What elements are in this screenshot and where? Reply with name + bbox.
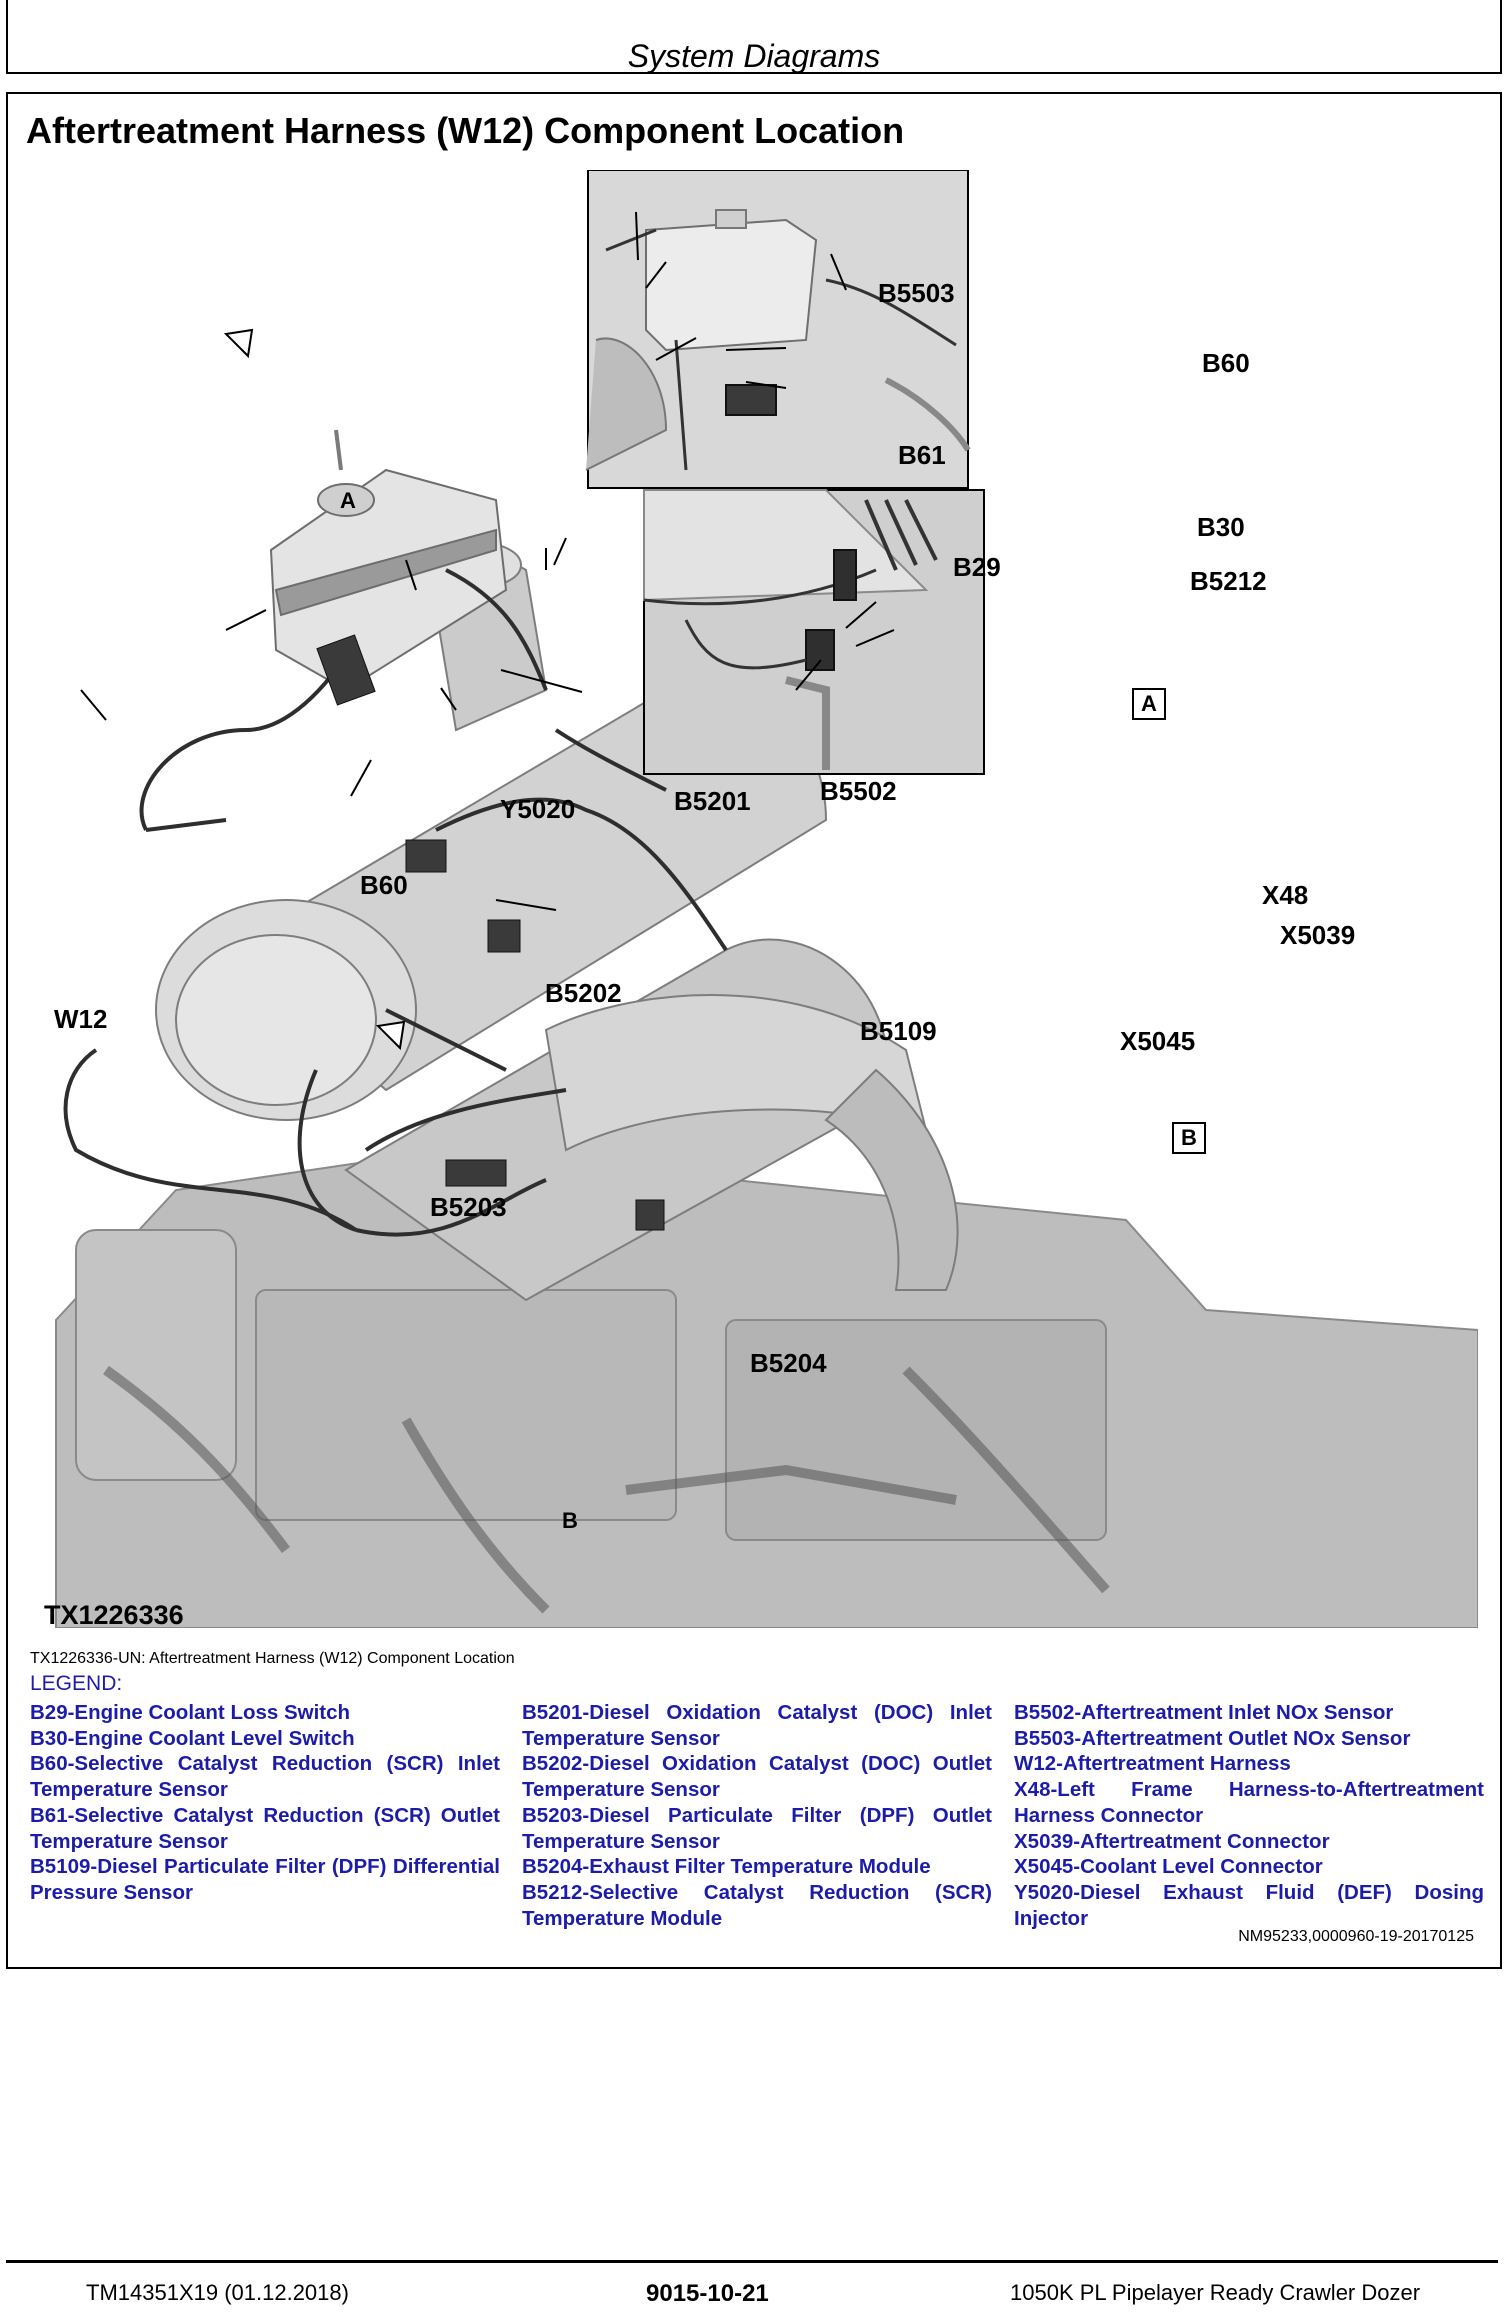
section-title: Aftertreatment Harness (W12) Component L… (26, 110, 905, 151)
inset-a-frame (585, 170, 971, 489)
legend-item: B5201-Diesel Oxidation Catalyst (DOC) In… (522, 1701, 992, 1750)
figure-caption: TX1226336-UN: Aftertreatment Harness (W1… (30, 1650, 515, 1667)
callout-x5045: X5045 (1120, 1026, 1196, 1056)
legend-column-3: B5502-Aftertreatment Inlet NOx Sensor B5… (1014, 1700, 1484, 1931)
legend-item: B29-Engine Coolant Loss Switch (30, 1701, 351, 1724)
callout-b60-inset: B60 (1202, 348, 1250, 378)
content-frame (6, 92, 1502, 1969)
view-marker-a: A (340, 488, 356, 513)
callout-b5204: B5204 (750, 1348, 827, 1378)
legend-item: B61-Selective Catalyst Reduction (SCR) O… (30, 1803, 500, 1853)
callout-b5203: B5203 (430, 1192, 507, 1222)
callout-y5020: Y5020 (500, 794, 576, 824)
legend-item: B5202-Diesel Oxidation Catalyst (DOC) Ou… (522, 1752, 992, 1802)
legend-heading: LEGEND: (30, 1672, 123, 1695)
legend-item: X48-Left Frame Harness-to-Aftertreatment… (1014, 1778, 1484, 1827)
inset-b-label: B (1172, 1122, 1206, 1154)
engine-illustration (55, 170, 1478, 1628)
legend-item: B5212-Selective Catalyst Reduction (SCR)… (522, 1880, 992, 1930)
legend-item: X5039-Aftertreatment Connector (1014, 1829, 1330, 1853)
legend-item: B5204-Exhaust Filter Temperature Module (522, 1855, 931, 1879)
callout-x5039: X5039 (1280, 920, 1356, 950)
callout-b29: B29 (953, 552, 1001, 582)
legend-column-2: B5201-Diesel Oxidation Catalyst (DOC) In… (522, 1700, 992, 1931)
figure-id: TX1226336 (44, 1600, 184, 1630)
callout-w12: W12 (54, 1004, 108, 1034)
legend-item: B5203-Diesel Particulate Filter (DPF) Ou… (522, 1803, 992, 1853)
footer-machine-title: 1050K PL Pipelayer Ready Crawler Dozer (1010, 2280, 1421, 2305)
legend-item: B5109-Diesel Particulate Filter (DPF) Di… (30, 1855, 500, 1904)
callout-b5212: B5212 (1190, 566, 1267, 596)
legend-item: W12-Aftertreatment Harness (1014, 1752, 1291, 1776)
callout-b5202: B5202 (545, 978, 622, 1008)
callout-b60-main: B60 (360, 870, 408, 900)
inset-a-label: A (1132, 688, 1166, 720)
legend-item: B30-Engine Coolant Level Switch (30, 1726, 355, 1750)
callout-x48: X48 (1262, 880, 1309, 910)
document-reference: NM95233,0000960-19-20170125 (1238, 1928, 1474, 1945)
legend-column-1: B29-Engine Coolant Loss Switch B30-Engin… (30, 1700, 500, 1906)
header-title: System Diagrams (627, 38, 881, 74)
callout-b30: B30 (1197, 512, 1245, 542)
legend-item: B5503-Aftertreatment Outlet NOx Sensor (1014, 1726, 1411, 1750)
legend-item: B5502-Aftertreatment Inlet NOx Sensor (1014, 1701, 1394, 1724)
callout-b5109: B5109 (860, 1016, 937, 1046)
callout-b61: B61 (898, 440, 946, 470)
callout-b5502: B5502 (820, 776, 897, 806)
legend-item: Y5020-Diesel Exhaust Fluid (DEF) Dosing … (1014, 1880, 1484, 1930)
page-header: System Diagrams (6, 0, 1502, 74)
footer-manual-id: TM14351X19 (01.12.2018) (86, 2280, 349, 2305)
footer-divider (6, 2260, 1498, 2263)
view-marker-b: B (562, 1508, 578, 1533)
callout-b5503: B5503 (878, 278, 955, 308)
legend-item: X5045-Coolant Level Connector (1014, 1855, 1323, 1879)
legend-item: B60-Selective Catalyst Reduction (SCR) I… (30, 1752, 500, 1802)
callout-b5201: B5201 (674, 786, 751, 816)
inset-b-frame (643, 489, 985, 775)
footer-page-number: 9015-10-21 (646, 2280, 769, 2307)
